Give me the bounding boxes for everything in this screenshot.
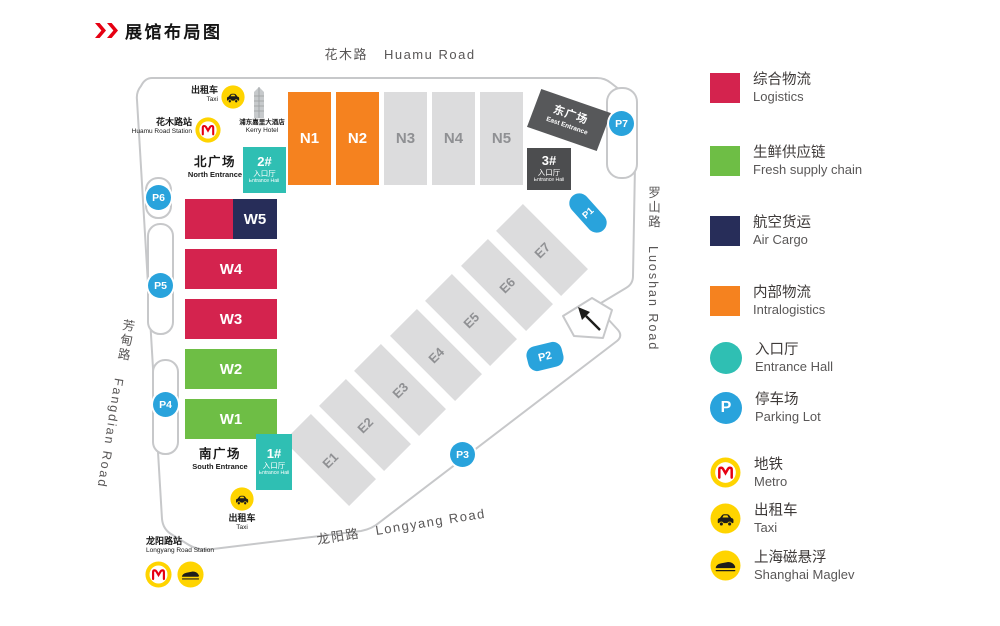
taxi-south-label: 出租车 Taxi [228, 513, 256, 532]
taxi-north-label: 出租车 Taxi [190, 85, 218, 104]
logistics-swatch [710, 72, 740, 103]
parking-icon: P [710, 391, 742, 424]
parking-p3: P3 [450, 442, 475, 467]
legend-item-air-cargo: 航空货运 Air Cargo [710, 213, 811, 248]
parking-p4: P4 [153, 392, 178, 417]
legend-item-taxi: 出租车 Taxi [710, 501, 798, 536]
legend-item-fresh-supply-chain: 生鲜供应链 Fresh supply chain [710, 143, 862, 178]
parking-p5: P5 [148, 273, 173, 298]
hall-w3: W3 [185, 299, 277, 339]
hotel-building-icon [254, 87, 264, 118]
intralogistics-swatch [710, 285, 740, 316]
hall-n3: N3 [384, 92, 427, 185]
maglev-icon [177, 561, 204, 588]
hall-w1: W1 [185, 399, 277, 439]
legend-item-shanghai-maglev: 上海磁悬浮 Shanghai Maglev [710, 548, 854, 583]
longyang-station-label: 龙阳路站 Longyang Road Station [146, 536, 214, 555]
double-chevron-icon [95, 23, 118, 38]
hall-w2: W2 [185, 349, 277, 389]
legend-item-logistics: 综合物流 Logistics [710, 70, 811, 105]
parking-p7: P7 [609, 111, 634, 136]
air-cargo-swatch [710, 215, 740, 246]
entrance-hall-3-box: 3# 入口厅 Entrance Hall [527, 148, 571, 190]
metro-icon [710, 457, 741, 488]
hall-w5-red-wing [185, 199, 233, 239]
taxi-icon [221, 85, 245, 109]
direction-arrow-icon [562, 297, 613, 339]
hall-w4: W4 [185, 249, 277, 289]
entrance-hall-2-box: 2# 入口厅 Entrance Hall [243, 147, 286, 193]
parking-p6: P6 [146, 185, 171, 210]
north-entrance-label: 北广场 North Entrance [187, 155, 243, 179]
metro-icon [195, 117, 221, 143]
hall-n1: N1 [288, 92, 331, 185]
maglev-icon [710, 550, 741, 581]
fresh-supply-swatch [710, 145, 740, 176]
page-title: 展馆布局图 [125, 23, 223, 42]
metro-icon [145, 561, 172, 588]
legend-item-parking-lot: P 停车场 Parking Lot [710, 390, 821, 425]
hall-n4: N4 [432, 92, 475, 185]
hall-w5: W5 [233, 199, 277, 239]
legend-item-intralogistics: 内部物流 Intralogistics [710, 283, 825, 318]
entrance-hall-swatch [710, 341, 742, 374]
road-label-luoshan: 罗山路Luoshan Road [646, 186, 660, 351]
south-entrance-label: 南广场 South Entrance [192, 447, 248, 471]
hall-n5: N5 [480, 92, 523, 185]
hotel-label: 浦东嘉里大酒店 Kerry Hotel [239, 119, 285, 135]
legend-item-metro: 地铁 Metro [710, 455, 787, 490]
page-title-row: 展馆布局图 [95, 18, 223, 43]
huamu-station-label: 花木路站 Huamu Road Station [131, 117, 192, 136]
taxi-icon [230, 487, 254, 511]
legend-item-entrance-hall: 入口厅 Entrance Hall [710, 340, 833, 375]
taxi-icon [710, 503, 741, 534]
entrance-hall-1-box: 1# 入口厅 Entrance Hall [256, 434, 292, 490]
hall-n2: N2 [336, 92, 379, 185]
